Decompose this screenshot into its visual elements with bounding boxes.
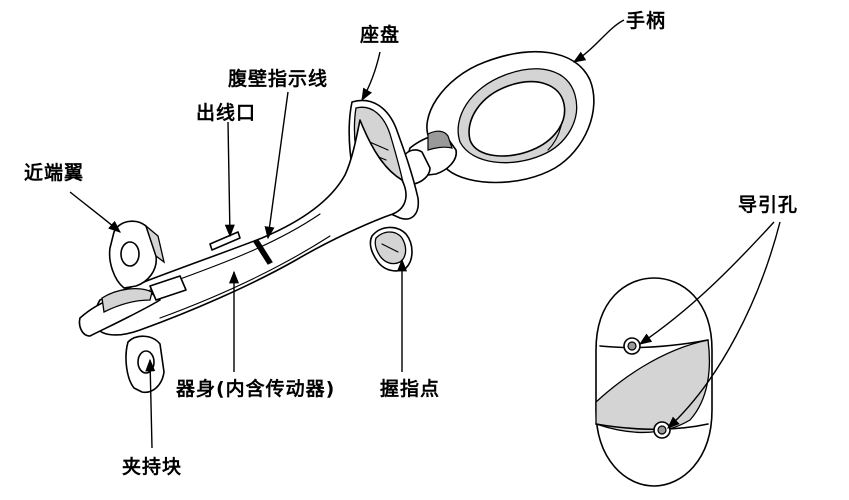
proximal-wing: [108, 220, 166, 289]
guide-hole-detail: [595, 277, 713, 487]
grip-point: [369, 226, 413, 272]
leader-seat: [361, 51, 381, 102]
label-wall-line: 腹壁指示线: [228, 68, 329, 90]
leader-guide-hole-2: [667, 221, 781, 429]
label-handle: 手柄: [626, 10, 667, 32]
label-clamp-block: 夹持块: [122, 456, 183, 478]
label-proximal-wing: 近端翼: [24, 162, 85, 184]
clamp-block: [78, 275, 187, 394]
label-seat: 座盘: [360, 24, 401, 46]
label-guide-holes: 导引孔: [738, 194, 799, 216]
leader-clamp-block: [145, 358, 156, 449]
leader-proximal-wing: [69, 191, 121, 233]
leader-handle: [572, 19, 625, 63]
leader-outlet: [224, 121, 235, 238]
label-body: 器身(内含传动器): [176, 378, 336, 400]
leader-guide-hole-1: [638, 221, 775, 345]
label-grip-point: 握指点: [380, 378, 441, 400]
label-outlet: 出线口: [196, 102, 257, 124]
handle-ring: [426, 51, 595, 184]
leader-wall-line: [264, 91, 289, 240]
